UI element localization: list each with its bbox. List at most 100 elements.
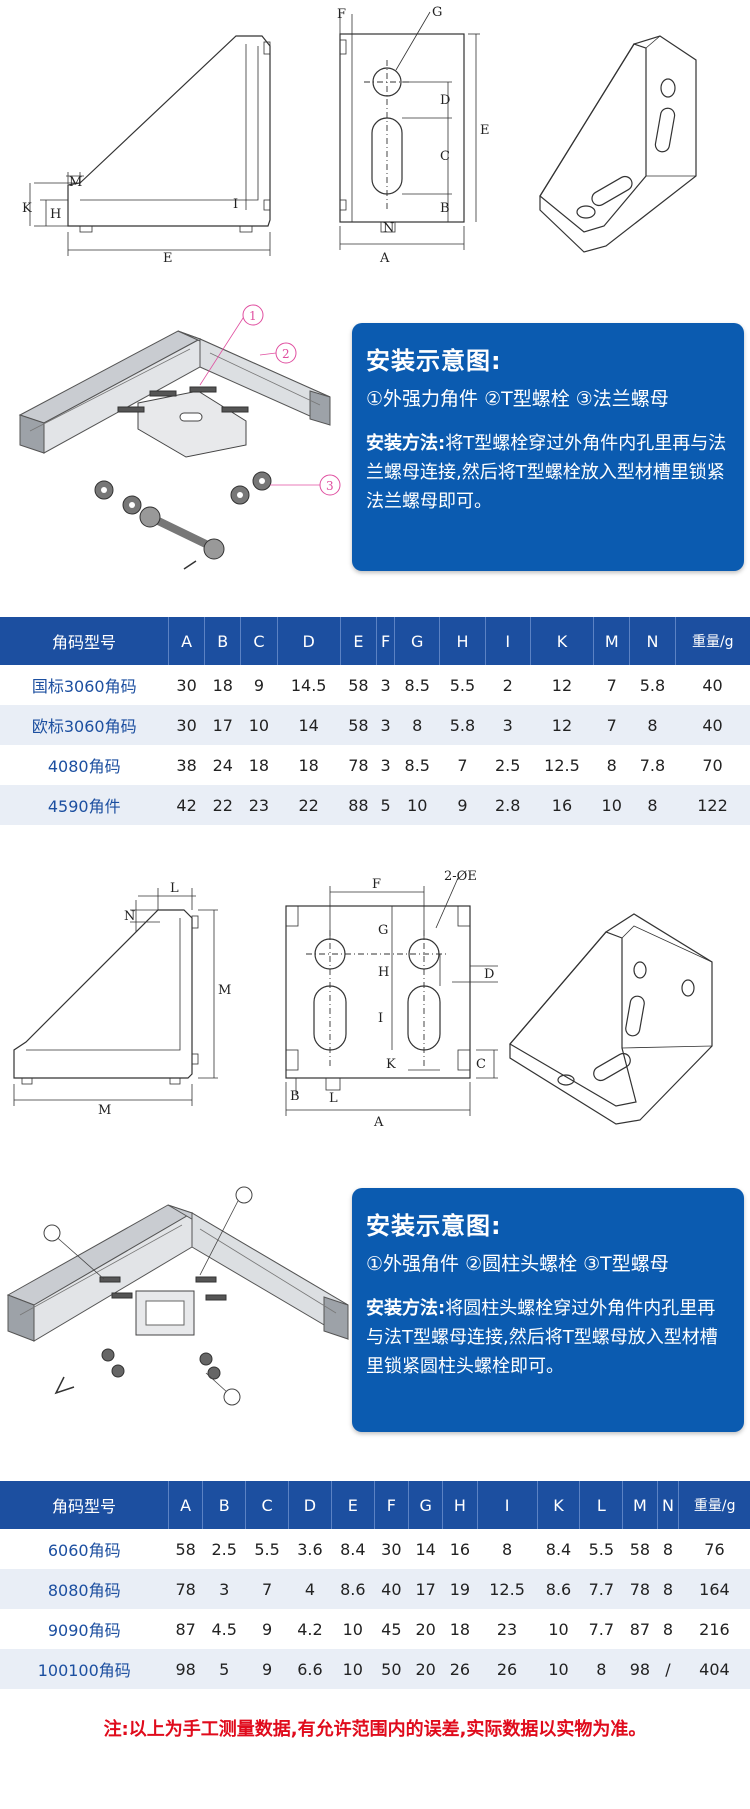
label-c: C	[440, 149, 450, 164]
cell-value: 3	[485, 705, 531, 745]
cell-value: 9	[245, 1649, 289, 1689]
front-view-2: F 2-ØE G D H I K C B L A	[285, 870, 498, 1130]
diagram2-drawings: L N M M	[0, 870, 750, 1150]
cell-value: 5	[202, 1649, 246, 1689]
label-b: B	[290, 1089, 300, 1104]
label-2e: 2-ØE	[444, 870, 477, 884]
cell-value: 8	[579, 1649, 623, 1689]
cell-model: 4080角码	[0, 745, 169, 785]
cell-value: 78	[168, 1569, 203, 1609]
cell-value: 7.7	[579, 1569, 623, 1609]
header-M: M	[593, 617, 631, 665]
install1-method-label: 安装方法:	[366, 433, 446, 454]
label-g: G	[432, 5, 442, 20]
header-model: 角码型号	[0, 617, 169, 665]
install2-method: 安装方法:将圆柱头螺栓穿过外角件内孔里再与法T型螺母连接,然后将T型螺母放入型材…	[366, 1294, 730, 1381]
label-k: K	[386, 1057, 396, 1072]
cell-value: 6.6	[288, 1649, 332, 1689]
label-e: E	[163, 251, 173, 266]
header-H: H	[439, 617, 486, 665]
label-h: H	[378, 965, 389, 980]
cell-value: 40	[675, 705, 750, 745]
label-h: H	[50, 207, 61, 222]
callout-1: 1	[249, 309, 257, 323]
install1-method: 安装方法:将T型螺栓穿过外角件内孔里再与法兰螺母连接,然后将T型螺栓放入型材槽里…	[366, 429, 730, 516]
header-B: B	[204, 617, 242, 665]
label-n: N	[383, 221, 394, 236]
cell-value: 8	[629, 785, 676, 825]
cell-value: 78	[622, 1569, 658, 1609]
cell-model: 8080角码	[0, 1569, 169, 1609]
cell-value: 9	[240, 665, 278, 705]
cell-value: 164	[678, 1569, 750, 1609]
cell-value: 14	[408, 1529, 443, 1569]
cell-value: 22	[204, 785, 241, 825]
header-M: M	[622, 1481, 658, 1529]
cell-value: 10	[331, 1609, 375, 1649]
iso-view-2	[509, 913, 713, 1125]
cell-value: 5.5	[579, 1529, 623, 1569]
cell-value: 18	[442, 1609, 478, 1649]
cell-value: 20	[408, 1649, 443, 1689]
cell-value: 10	[537, 1609, 580, 1649]
cell-value: 8.4	[331, 1529, 375, 1569]
cell-value: 9	[439, 785, 486, 825]
cell-value: 4.2	[288, 1609, 332, 1649]
cell-value: 58	[168, 1529, 203, 1569]
cell-value: 7	[439, 745, 486, 785]
cell-value: 17	[204, 705, 241, 745]
cell-value: 20	[408, 1609, 443, 1649]
header-H: H	[442, 1481, 478, 1529]
header-G: G	[394, 617, 441, 665]
cell-value: 4.5	[202, 1609, 246, 1649]
install2-illustration	[0, 1175, 350, 1425]
label-f: F	[337, 7, 346, 22]
label-k: K	[22, 201, 32, 216]
cell-value: 2.5	[202, 1529, 246, 1569]
label-a: A	[379, 251, 390, 266]
cell-value: 14	[277, 705, 341, 745]
install1-method-text: 将T型螺栓穿过外角件内孔里再与法兰螺母连接,然后将T型螺栓放入型材槽里锁紧法兰螺…	[366, 433, 727, 512]
cell-value: 58	[340, 705, 377, 745]
cell-value: 5.8	[629, 665, 676, 705]
cell-model: 100100角码	[0, 1649, 169, 1689]
cell-value: 24	[204, 745, 241, 785]
cell-value: 3	[376, 665, 395, 705]
cell-value: 88	[340, 785, 377, 825]
cell-value: 10	[331, 1649, 375, 1689]
cell-value: 8	[657, 1569, 679, 1609]
label-a: A	[373, 1115, 384, 1130]
cell-value: 12.5	[477, 1569, 538, 1609]
header-D: D	[288, 1481, 332, 1529]
label-c: C	[476, 1057, 486, 1072]
cell-value: 8	[593, 745, 630, 785]
header-B: B	[202, 1481, 247, 1529]
cell-value: 23	[240, 785, 278, 825]
header-model: 角码型号	[0, 1481, 169, 1529]
cell-value: 404	[678, 1649, 750, 1689]
cell-value: 3	[376, 745, 395, 785]
label-m: M	[69, 175, 82, 190]
cell-value: 38	[168, 745, 205, 785]
cell-value: 5.8	[439, 705, 486, 745]
side-view-1: M K H I E	[22, 35, 271, 266]
side-view-2: L N M M	[13, 881, 231, 1118]
cell-value: 40	[675, 665, 750, 705]
cell-value: 23	[477, 1609, 538, 1649]
header-E: E	[331, 1481, 375, 1529]
cell-value: 7	[593, 705, 630, 745]
header-N: N	[657, 1481, 680, 1529]
cell-model: 国标3060角码	[0, 665, 169, 705]
cell-value: 16	[530, 785, 594, 825]
label-b: B	[440, 201, 450, 216]
label-g: G	[378, 923, 388, 938]
header-I: I	[477, 1481, 538, 1529]
disclaimer-note: 注:以上为手工测量数据,有允许范围内的误差,实际数据以实物为准。	[103, 1719, 647, 1740]
header-N: N	[629, 617, 676, 665]
cell-value: 78	[340, 745, 377, 785]
cell-value: 8.5	[394, 665, 440, 705]
